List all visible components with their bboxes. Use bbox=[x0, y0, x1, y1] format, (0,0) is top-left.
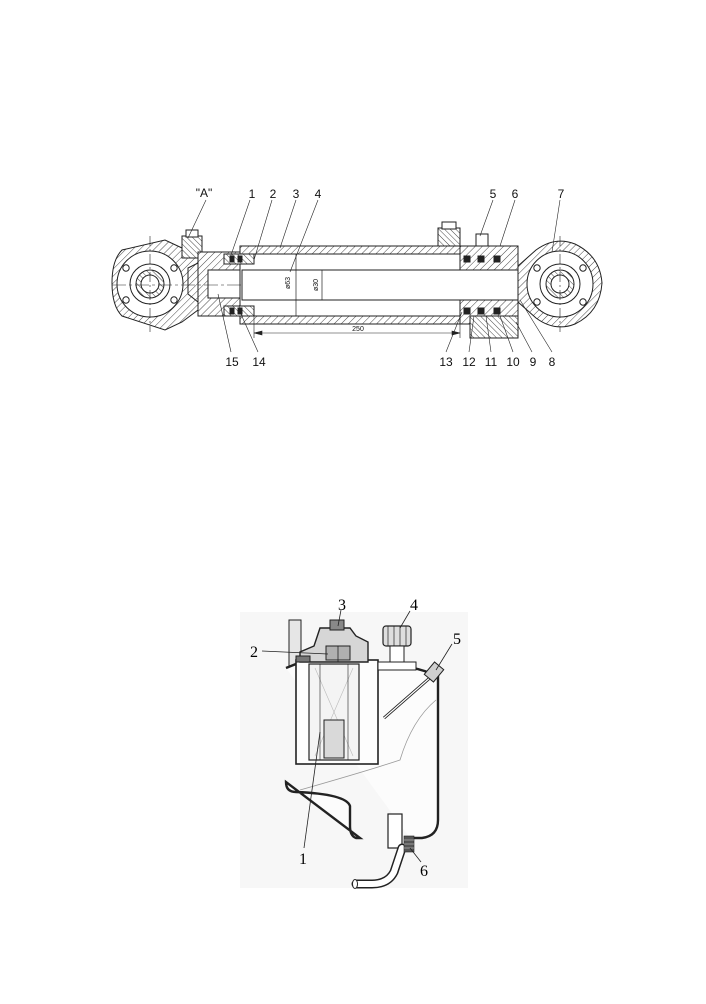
callout-2: 2 bbox=[270, 187, 277, 201]
callout-15: 15 bbox=[225, 355, 239, 369]
stroke-length-label: 250 bbox=[352, 326, 364, 333]
rod-gland bbox=[459, 233, 519, 339]
hydraulic-cylinder-drawing bbox=[111, 199, 603, 353]
callout-4: 4 bbox=[315, 187, 322, 201]
bore-diameter-label: ø63 bbox=[285, 277, 292, 289]
view-a-label: "A" bbox=[196, 186, 213, 200]
callout-10: 10 bbox=[506, 355, 520, 369]
tank-callout-5: 5 bbox=[453, 631, 461, 648]
tank-callout-6: 6 bbox=[420, 863, 428, 880]
callout-3: 3 bbox=[293, 187, 300, 201]
port-boss-right bbox=[437, 221, 461, 247]
callout-14: 14 bbox=[252, 355, 266, 369]
tank-callout-4: 4 bbox=[410, 597, 418, 614]
callout-7: 7 bbox=[558, 187, 565, 201]
callout-12: 12 bbox=[462, 355, 476, 369]
tank-callout-3: 3 bbox=[338, 597, 346, 614]
callout-5: 5 bbox=[490, 187, 497, 201]
tank-illustration bbox=[240, 609, 468, 889]
rod-diameter-label: ø30 bbox=[313, 279, 320, 291]
right-eye-mount bbox=[517, 236, 603, 332]
leader-lines bbox=[187, 199, 561, 353]
callout-13: 13 bbox=[439, 355, 453, 369]
callout-9: 9 bbox=[530, 355, 537, 369]
callout-1: 1 bbox=[249, 187, 256, 201]
left-eye-mount bbox=[111, 236, 199, 332]
tank-callout-2: 2 bbox=[250, 644, 258, 661]
piston-rod bbox=[241, 254, 533, 316]
callout-11: 11 bbox=[485, 355, 498, 369]
callout-8: 8 bbox=[549, 355, 556, 369]
tank-callout-1: 1 bbox=[299, 851, 307, 868]
stroke-dimension bbox=[253, 316, 461, 338]
callout-6: 6 bbox=[512, 187, 519, 201]
cylinder-end-cap bbox=[197, 251, 255, 317]
